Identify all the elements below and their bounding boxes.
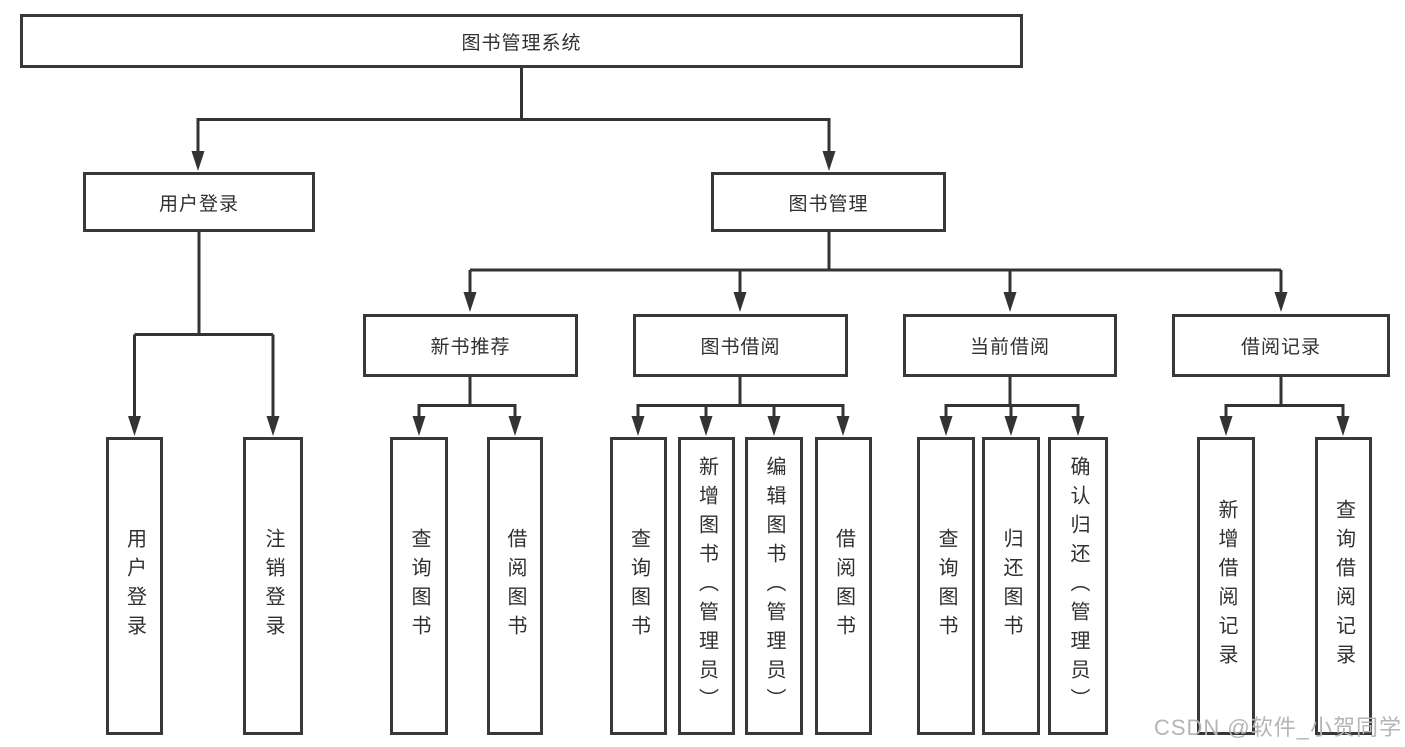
leaf-borrow-books-1: 借阅图书 [487, 437, 543, 735]
leaf-label: 查询图书 [408, 528, 430, 644]
leaf-add-books-admin: 新增图书（管理员） [678, 437, 735, 735]
leaf-label: 新增借阅记录 [1215, 499, 1237, 673]
leaf-label: 借阅图书 [832, 528, 855, 644]
leaf-query-books-1: 查询图书 [390, 437, 448, 735]
node-book-management: 图书管理 [711, 172, 946, 232]
leaf-borrow-books-2: 借阅图书 [815, 437, 872, 735]
leaf-label: 用户登录 [123, 528, 146, 644]
leaf-label: 查询图书 [627, 528, 650, 644]
leaf-confirm-return-admin: 确认归还（管理员） [1048, 437, 1108, 735]
leaf-logout: 注销登录 [243, 437, 303, 735]
leaf-label: 注销登录 [262, 528, 284, 644]
node-new-book-recommend: 新书推荐 [363, 314, 578, 377]
leaf-label: 查询借阅记录 [1332, 499, 1355, 673]
leaf-label: 查询图书 [935, 528, 957, 644]
node-book-borrow: 图书借阅 [633, 314, 848, 377]
leaf-return-books: 归还图书 [982, 437, 1040, 735]
leaf-label: 新增图书（管理员） [695, 455, 718, 717]
leaf-query-books-3: 查询图书 [917, 437, 975, 735]
leaf-label: 编辑图书（管理员） [763, 455, 785, 717]
connector-lines [133, 68, 1345, 420]
leaf-edit-books-admin: 编辑图书（管理员） [745, 437, 803, 735]
leaf-label: 确认归还（管理员） [1067, 455, 1089, 717]
leaf-add-borrow-record: 新增借阅记录 [1197, 437, 1255, 735]
leaf-user-login: 用户登录 [106, 437, 163, 735]
node-user-login: 用户登录 [83, 172, 315, 232]
leaf-label: 归还图书 [1000, 528, 1022, 644]
leaf-query-books-2: 查询图书 [610, 437, 667, 735]
node-library-management-system: 图书管理系统 [20, 14, 1023, 68]
node-current-borrow: 当前借阅 [903, 314, 1117, 377]
arrowheads [128, 151, 1350, 436]
leaf-query-borrow-record: 查询借阅记录 [1315, 437, 1372, 735]
node-borrow-records: 借阅记录 [1172, 314, 1390, 377]
csdn-watermark: CSDN @软件_小贺同学 [1153, 715, 1402, 740]
leaf-label: 借阅图书 [504, 528, 526, 644]
